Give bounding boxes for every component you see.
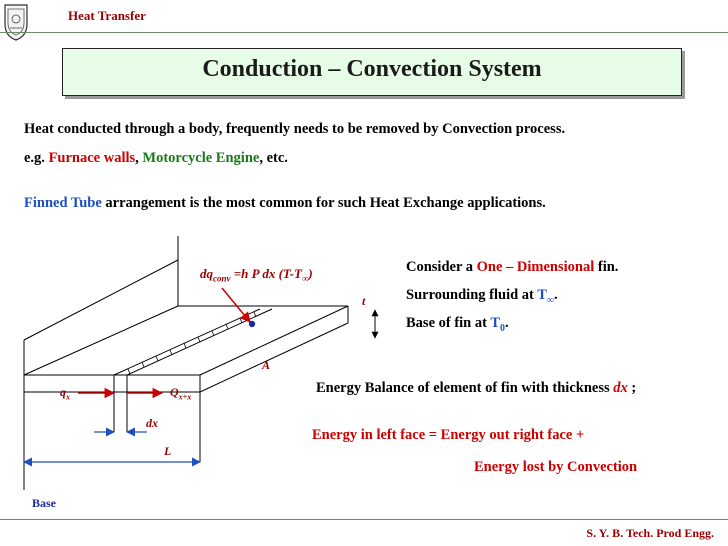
note-one-dimensional: Consider a One – Dimensional fin.: [406, 259, 618, 276]
base-wall-top: [23, 259, 179, 341]
energy-balance-text: Energy Balance of element of fin with th…: [316, 380, 614, 396]
dq-close: ): [308, 266, 313, 281]
fin-top-root: [23, 305, 179, 376]
title-box: Conduction – Convection System: [62, 48, 682, 96]
note3-subscript: 0: [500, 322, 505, 334]
note1-suffix: fin.: [594, 259, 619, 275]
energy-balance-line: Energy Balance of element of fin with th…: [316, 380, 636, 397]
note2-highlight: T: [537, 287, 547, 303]
qx-label: qx: [60, 385, 70, 401]
example-line: e.g. Furnace walls, Motorcycle Engine, e…: [24, 150, 288, 167]
dq-conv-label: dqconv =h P dx (T-T∞): [200, 266, 313, 284]
convection-point: [248, 320, 256, 328]
example-motorcycle-engine: Motorcycle Engine: [142, 150, 260, 166]
slice-hatching: [127, 311, 257, 375]
dx-label: dx: [146, 416, 158, 430]
area-label: A: [262, 358, 271, 372]
example-suffix: , etc.: [259, 150, 288, 166]
finned-tube-line: Finned Tube arrangement is the most comm…: [24, 195, 546, 212]
thickness-label: t: [362, 294, 366, 308]
note-base-temp: Base of fin at T0.: [406, 315, 509, 334]
qx-symbol: q: [60, 385, 66, 399]
base-label-bg: [24, 490, 70, 514]
course-header: Heat Transfer: [68, 8, 146, 23]
note1-highlight: One – Dimensional: [476, 259, 595, 275]
note1-prefix: Consider a: [406, 259, 477, 275]
slice-left-top: [113, 308, 261, 376]
slide-title: Conduction – Convection System: [202, 56, 542, 82]
note-surrounding-fluid: Surrounding fluid at T∞.: [406, 287, 558, 306]
note3-highlight: T: [490, 315, 500, 331]
fin-top-tip-edge: [199, 305, 349, 376]
example-separator: ,: [135, 150, 143, 166]
intro-line: Heat conducted through a body, frequentl…: [24, 121, 566, 137]
base-label: Base: [32, 496, 56, 510]
institution-logo-icon: [4, 4, 28, 41]
dq-subscript: conv: [213, 273, 231, 284]
qxdx-label: Qx+x: [170, 385, 191, 401]
dq-symbol: dq: [200, 266, 213, 281]
energy-equation-line2: Energy lost by Convection: [474, 459, 638, 475]
energy-balance-suffix: ;: [627, 380, 637, 396]
length-label: L: [164, 444, 172, 458]
energy-balance-dx: dx: [613, 380, 628, 396]
header-divider: [0, 32, 728, 33]
qx-subscript: x: [66, 392, 70, 402]
finned-tube-term: Finned Tube: [24, 195, 102, 211]
qxdx-symbol: Q: [170, 385, 179, 399]
example-prefix: e.g.: [24, 150, 49, 166]
fin-diagram: [23, 236, 379, 514]
note2-prefix: Surrounding fluid at: [406, 287, 538, 303]
convection-arrow: [221, 287, 251, 323]
note2-subscript: ∞: [546, 294, 555, 306]
example-furnace-walls: Furnace walls: [48, 150, 136, 166]
fin-bottom-tip-edge: [199, 322, 349, 393]
dq-infinity: ∞: [301, 273, 309, 284]
energy-equation-line1: Energy in left face = Energy out right f…: [312, 427, 585, 443]
dq-equation: =h P dx (T-T: [230, 266, 302, 281]
note2-suffix: .: [554, 287, 558, 303]
finned-tube-rest: arrangement is the most common for such …: [101, 195, 546, 211]
footer-divider: [0, 519, 728, 520]
qxdx-subscript: x+x: [178, 392, 192, 402]
note3-suffix: .: [505, 315, 509, 331]
footer-course: S. Y. B. Tech. Prod Engg.: [586, 526, 714, 540]
note3-prefix: Base of fin at: [406, 315, 491, 331]
